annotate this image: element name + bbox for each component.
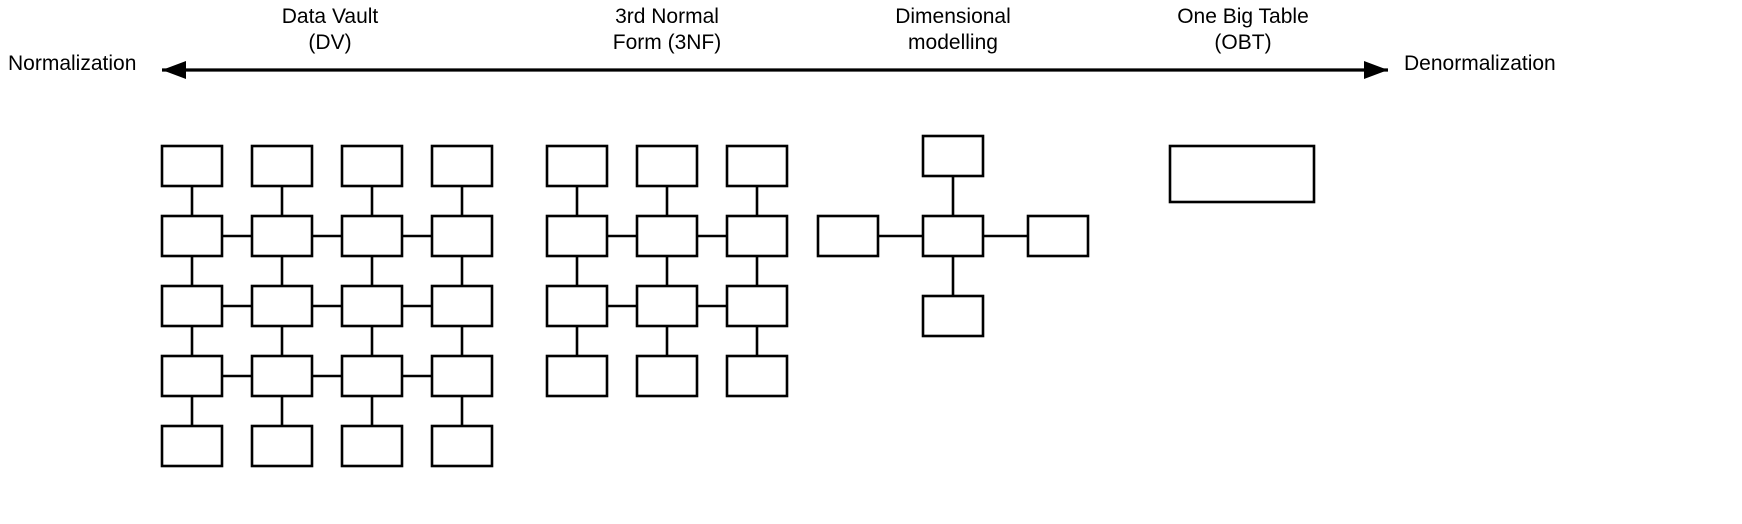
model-node-box (160, 214, 224, 258)
model-node-box-dimension (816, 214, 880, 258)
model-node-box (635, 214, 699, 258)
model-node-box (160, 144, 224, 188)
arrow-right-icon (1364, 61, 1388, 79)
model-node-box (635, 144, 699, 188)
model-node-box (250, 144, 314, 188)
model-node-box (340, 144, 404, 188)
model-node-box (725, 214, 789, 258)
model-node-box (430, 214, 494, 258)
model-node-box (340, 214, 404, 258)
model-node-box (635, 284, 699, 328)
model-node-box (250, 284, 314, 328)
model-node-box (545, 214, 609, 258)
model-third-normal-form (545, 144, 789, 398)
model-node-box (160, 424, 224, 468)
model-node-box-dimension (921, 294, 985, 338)
arrow-left-icon (162, 61, 186, 79)
model-node-box (160, 284, 224, 328)
model-node-box (340, 354, 404, 398)
model-node-box (725, 354, 789, 398)
model-node-box (430, 144, 494, 188)
model-node-box (250, 214, 314, 258)
model-node-box (430, 424, 494, 468)
model-node-box (545, 284, 609, 328)
stage-label-dimensional-modelling: Dimensional modelling (895, 5, 1011, 54)
model-node-box (250, 424, 314, 468)
model-node-box-fact (921, 214, 985, 258)
model-node-box-dimension (1026, 214, 1090, 258)
model-one-big-table (1168, 144, 1316, 204)
model-node-box-dimension (921, 134, 985, 178)
model-node-box-wide (1168, 144, 1316, 204)
model-dimensional-modelling (816, 134, 1090, 338)
axis-line-group (162, 61, 1388, 79)
model-node-box (545, 144, 609, 188)
model-node-box (430, 284, 494, 328)
model-node-box (430, 354, 494, 398)
model-node-box (160, 354, 224, 398)
stage-label-third-normal-form: 3rd Normal Form (3NF) (612, 5, 722, 54)
stage-label-one-big-table: One Big Table (OBT) (1177, 5, 1309, 54)
model-node-box (725, 144, 789, 188)
model-data-vault (160, 144, 494, 468)
axis-label-normalization: Normalization (8, 52, 137, 75)
model-node-box (545, 354, 609, 398)
axis-label-denormalization: Denormalization (1404, 52, 1556, 75)
model-node-box (340, 284, 404, 328)
model-node-box (340, 424, 404, 468)
model-node-box (250, 354, 314, 398)
stage-label-data-vault: Data Vault (DV) (281, 5, 379, 54)
model-node-box (725, 284, 789, 328)
model-node-box (635, 354, 699, 398)
